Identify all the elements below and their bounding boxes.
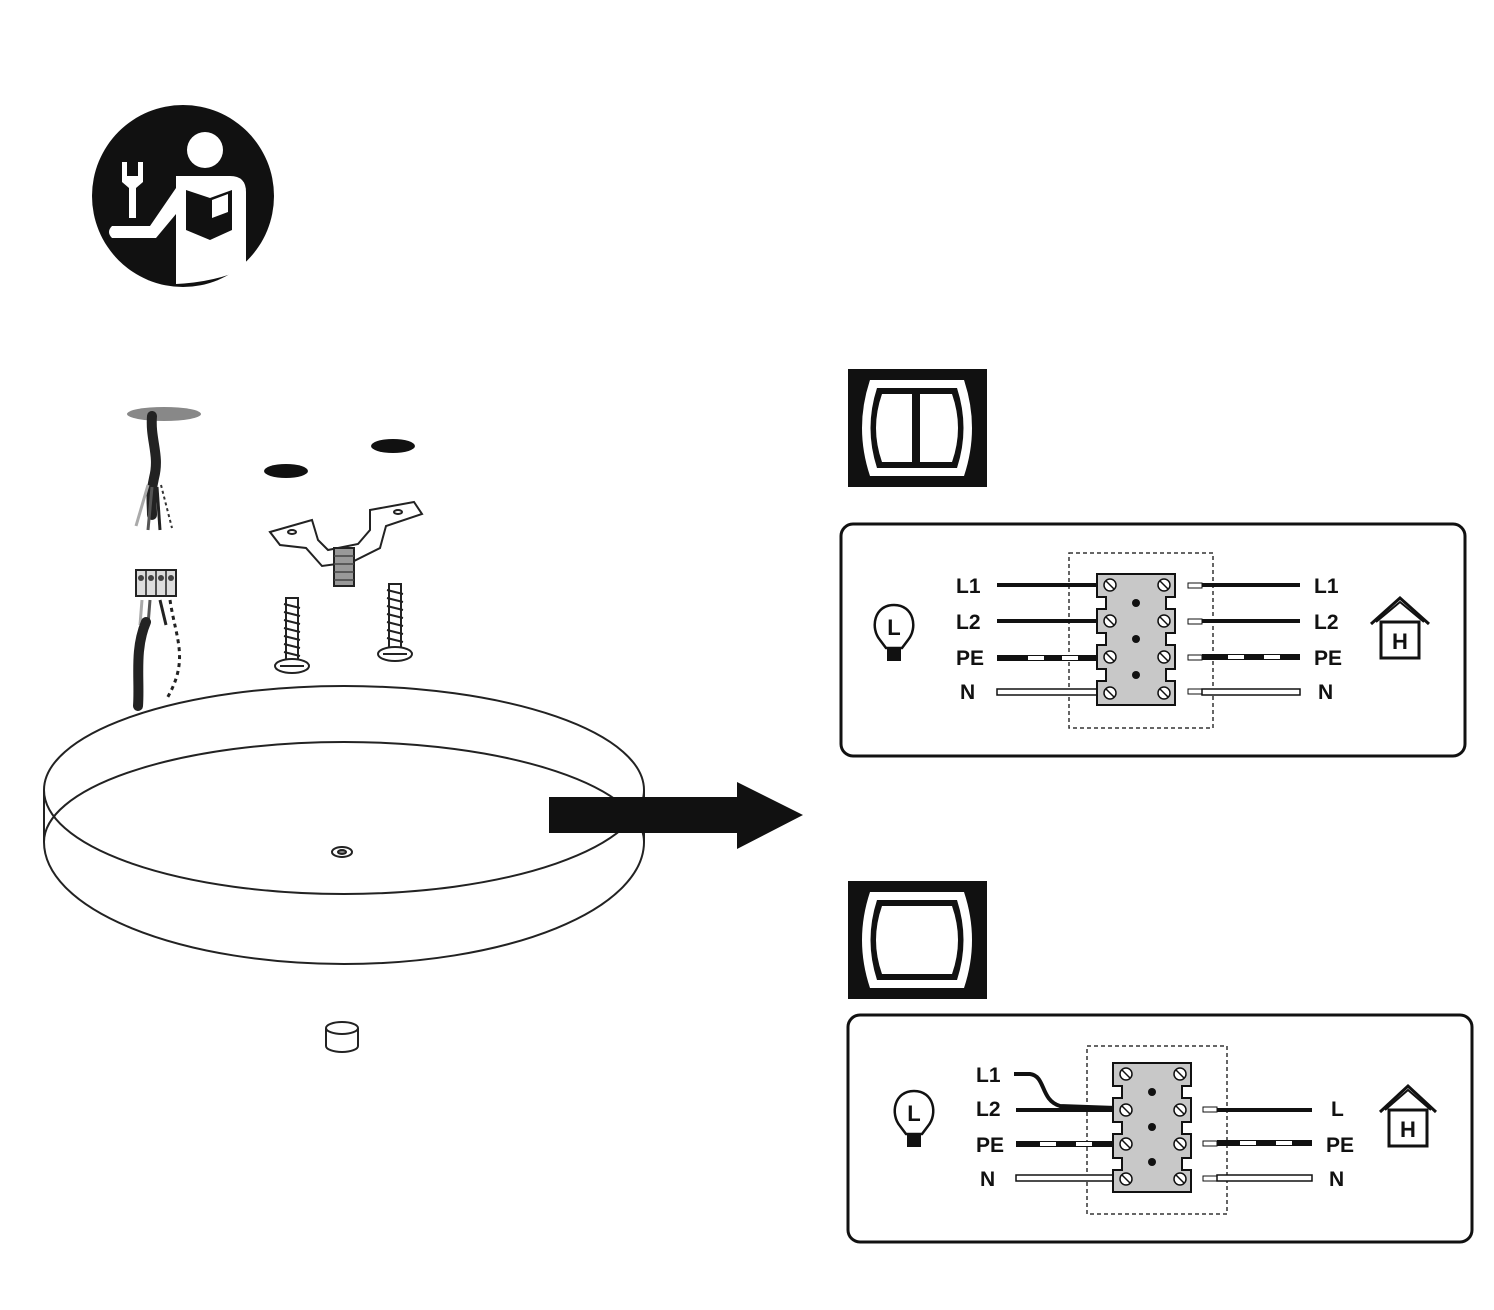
mounting-screws xyxy=(274,583,413,674)
screw-left xyxy=(274,597,310,674)
arrow-right xyxy=(549,782,803,849)
house-badge: H xyxy=(1392,629,1408,654)
lamp-cable xyxy=(133,599,181,711)
wire-label-left: L1 xyxy=(976,1064,1001,1087)
wire-label-left: L1 xyxy=(956,575,981,598)
wire-label-left: N xyxy=(960,681,975,704)
wire-label-left: PE xyxy=(956,647,984,670)
wiring-panel-single-switch: L H L1 L2 PE N L PE N xyxy=(846,1013,1474,1244)
wire-label-left: N xyxy=(980,1168,995,1191)
lamp-bulb-icon: L xyxy=(873,603,915,661)
single-rocker-switch-icon xyxy=(848,881,987,999)
lamp-side-wires xyxy=(1014,1072,1117,1182)
house-side-wires xyxy=(1202,1106,1313,1182)
wire-label-right: L2 xyxy=(1314,611,1339,634)
wire-label-left: PE xyxy=(976,1134,1004,1157)
terminal-block-small xyxy=(135,569,177,597)
mounting-bracket xyxy=(268,500,424,587)
lamp-side-wires xyxy=(996,583,1099,696)
terminal-block xyxy=(1096,573,1176,706)
wire-label-right: N xyxy=(1329,1168,1344,1191)
wire-label-right: PE xyxy=(1314,647,1342,670)
double-rocker-switch-icon xyxy=(848,369,987,487)
wire-label-right: L1 xyxy=(1314,575,1339,598)
wire-label-right: L xyxy=(1331,1098,1344,1121)
lamp-bulb-icon: L xyxy=(893,1089,935,1147)
wire-label-right: N xyxy=(1318,681,1333,704)
house-badge: H xyxy=(1400,1117,1416,1142)
wiring-panel-double-switch: L H L1 L2 PE N L1 L2 PE N xyxy=(839,522,1467,758)
house-mains-icon: H xyxy=(1378,1083,1438,1148)
lamp-base-disc xyxy=(43,685,645,965)
cap-nut xyxy=(325,1021,359,1053)
wire-label-left: L2 xyxy=(976,1098,1001,1121)
screw-right xyxy=(377,583,413,662)
lamp-badge: L xyxy=(907,1101,920,1126)
terminal-block xyxy=(1112,1062,1192,1193)
junction-box-outline xyxy=(1086,1045,1228,1215)
wire-label-left: L2 xyxy=(956,611,981,634)
lamp-badge: L xyxy=(887,615,900,640)
ceiling-drill-holes xyxy=(264,439,415,478)
junction-box-outline xyxy=(1068,552,1214,729)
wire-label-right: PE xyxy=(1326,1134,1354,1157)
read-manual-icon xyxy=(92,105,274,287)
ceiling-cable xyxy=(127,407,201,531)
house-mains-icon: H xyxy=(1369,595,1431,660)
house-side-wires xyxy=(1187,582,1301,696)
